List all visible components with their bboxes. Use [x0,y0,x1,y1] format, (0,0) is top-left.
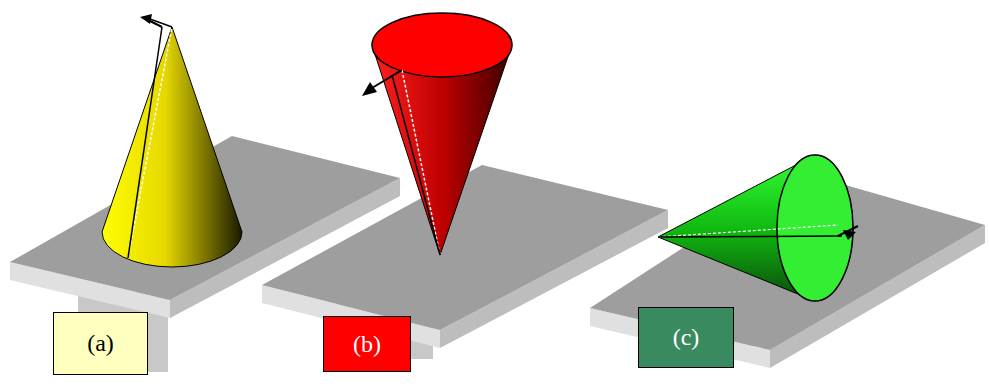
label-box: (c) [638,307,734,368]
cone [362,13,512,255]
label-text: (c) [673,324,700,351]
cone [658,155,858,301]
label-text: (b) [353,331,381,358]
cone [102,14,242,267]
label-box: (a) [53,312,148,375]
label-text: (a) [87,330,114,357]
label-box: (b) [323,316,411,372]
